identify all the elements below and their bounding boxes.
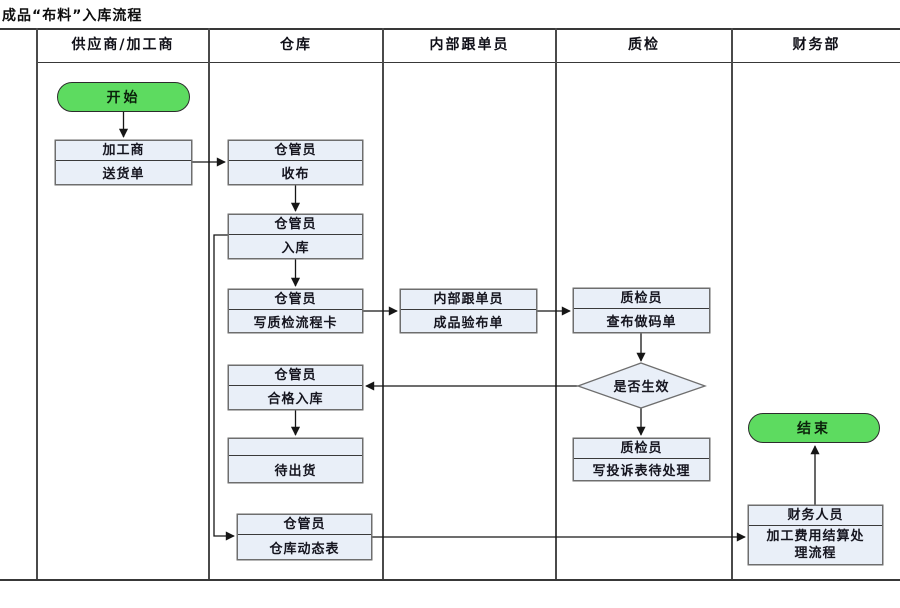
process-role: 质检员	[574, 289, 709, 309]
process-box-await-shipment: 待出货	[228, 438, 363, 483]
process-role: 仓管员	[229, 215, 362, 235]
lane-header-merchandiser: 内部跟单员	[429, 37, 510, 53]
table-top-border	[0, 28, 900, 30]
lane-border-left	[36, 28, 38, 579]
process-role: 仓管员	[229, 141, 362, 161]
process-box-check-make-list: 质检员 查布做码单	[573, 288, 710, 333]
process-action: 入库	[281, 241, 310, 256]
process-role: 财务人员	[749, 506, 882, 526]
lane-header-finance: 财务部	[792, 37, 841, 53]
process-box-warehouse-dynamic: 仓管员 仓库动态表	[237, 514, 372, 560]
process-action: 成品验布单	[433, 315, 504, 331]
decision-label: 是否生效	[613, 380, 670, 395]
process-action: 查布做码单	[606, 315, 677, 330]
process-action: 仓库动态表	[269, 541, 340, 557]
process-action: 写质检流程卡	[253, 315, 338, 331]
process-box-finished-inspection: 内部跟单员 成品验布单	[400, 289, 537, 333]
process-action: 送货单	[102, 167, 145, 182]
lane-border-3	[555, 28, 557, 579]
process-role: 仓管员	[229, 366, 362, 386]
process-role: 仓管员	[229, 290, 362, 310]
process-action: 待出货	[274, 463, 317, 479]
process-action: 合格入库	[267, 392, 324, 407]
process-role: 质检员	[574, 439, 709, 459]
process-action: 加工费用结算处理流程	[766, 529, 865, 561]
process-box-processor-delivery: 加工商 送货单	[55, 140, 192, 185]
page-title: 成品“布料”入库流程	[2, 8, 143, 24]
process-action: 写投诉表待处理	[592, 464, 691, 479]
process-role: 加工商	[56, 141, 191, 161]
process-role	[229, 439, 362, 456]
lane-border-2	[382, 28, 384, 579]
process-role: 仓管员	[238, 515, 371, 535]
process-box-qualified-stock-in: 仓管员 合格入库	[228, 365, 363, 410]
end-terminator: 结束	[748, 413, 880, 443]
header-row-divider	[36, 62, 900, 63]
lane-header-qc: 质检	[628, 37, 660, 53]
lane-header-warehouse: 仓库	[280, 37, 312, 53]
process-box-complaint-form: 质检员 写投诉表待处理	[573, 438, 710, 481]
process-box-finance-settlement: 财务人员 加工费用结算处理流程	[748, 505, 883, 565]
lane-header-supplier: 供应商/加工商	[71, 37, 175, 53]
process-action: 收布	[281, 167, 310, 182]
process-box-stock-in: 仓管员 入库	[228, 214, 363, 259]
table-bottom-border	[0, 579, 900, 581]
start-terminator: 开始	[57, 82, 190, 112]
process-role: 内部跟单员	[401, 290, 536, 310]
lane-border-4	[731, 28, 733, 579]
process-box-qc-process-card: 仓管员 写质检流程卡	[228, 289, 363, 333]
process-box-receive-fabric: 仓管员 收布	[228, 140, 363, 185]
lane-border-1	[208, 28, 210, 579]
